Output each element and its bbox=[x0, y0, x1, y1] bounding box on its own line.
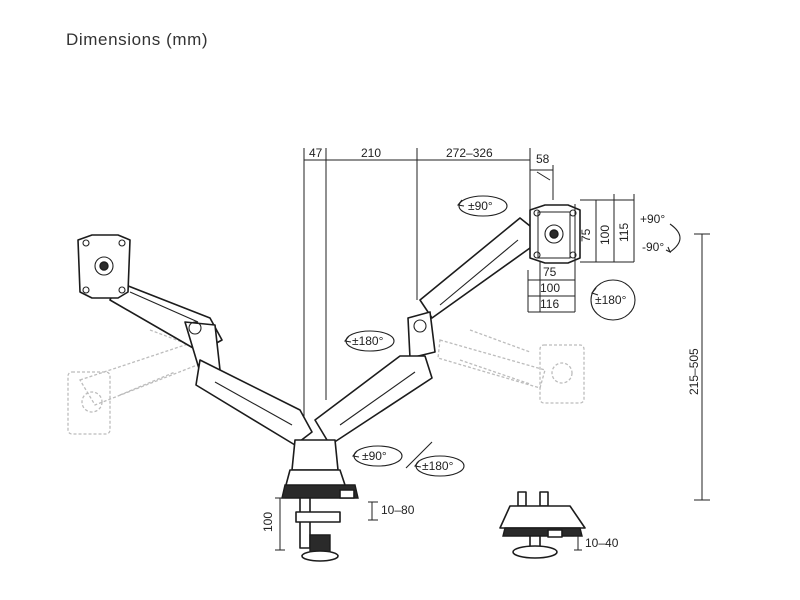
swivel-base-180-icon bbox=[413, 455, 465, 477]
label-rotate-head: ±180° bbox=[595, 293, 627, 307]
grommet-dimension bbox=[574, 535, 582, 551]
label-tilt-up: +90° bbox=[640, 212, 665, 226]
rotate-arm-icon bbox=[343, 330, 395, 352]
swivel-head-icon bbox=[456, 195, 508, 217]
desk-clamp-base bbox=[281, 439, 359, 562]
right-arm bbox=[314, 217, 536, 446]
swivel-base-90-icon bbox=[351, 445, 403, 467]
label-tilt-down: -90° bbox=[642, 240, 664, 254]
dim-58: 58 bbox=[536, 152, 550, 166]
dim-vesa-100-h: 100 bbox=[598, 225, 612, 245]
label-rotate-arm: ±180° bbox=[352, 334, 384, 348]
dim-height: 215–505 bbox=[687, 348, 701, 395]
label-swivel-head: ±90° bbox=[468, 199, 493, 213]
clamp-dimensions bbox=[275, 497, 378, 551]
grommet-base bbox=[499, 491, 586, 559]
dim-vesa-116: 116 bbox=[540, 297, 559, 311]
diagram-title: Dimensions (mm) bbox=[66, 30, 209, 49]
right-vesa-plate bbox=[529, 204, 581, 264]
dim-grommet-10-40: 10–40 bbox=[585, 536, 619, 550]
left-arm bbox=[109, 281, 313, 446]
dim-vesa-75-w: 75 bbox=[543, 265, 557, 279]
label-swivel-base-90: ±90° bbox=[362, 449, 387, 463]
dim-210: 210 bbox=[361, 146, 381, 160]
rotate-head-icon bbox=[590, 279, 636, 321]
dim-47: 47 bbox=[309, 146, 323, 160]
ghost-right-arm bbox=[437, 329, 585, 404]
dim-vesa-75-h: 75 bbox=[579, 228, 593, 242]
height-dimension bbox=[694, 233, 710, 501]
left-vesa-plate bbox=[77, 234, 131, 299]
dim-clamp-10-80: 10–80 bbox=[381, 503, 415, 517]
vesa-dimension-boxes bbox=[527, 194, 635, 313]
divider-slash bbox=[405, 441, 433, 469]
tilt-arrow-icon bbox=[665, 223, 681, 254]
dim-272-326: 272–326 bbox=[446, 146, 493, 160]
dim-clamp-100: 100 bbox=[261, 512, 275, 532]
label-swivel-base-180: ±180° bbox=[422, 459, 454, 473]
dim-vesa-115: 115 bbox=[617, 223, 631, 242]
top-dimension-lines bbox=[303, 148, 554, 418]
dim-vesa-100-w: 100 bbox=[540, 281, 560, 295]
